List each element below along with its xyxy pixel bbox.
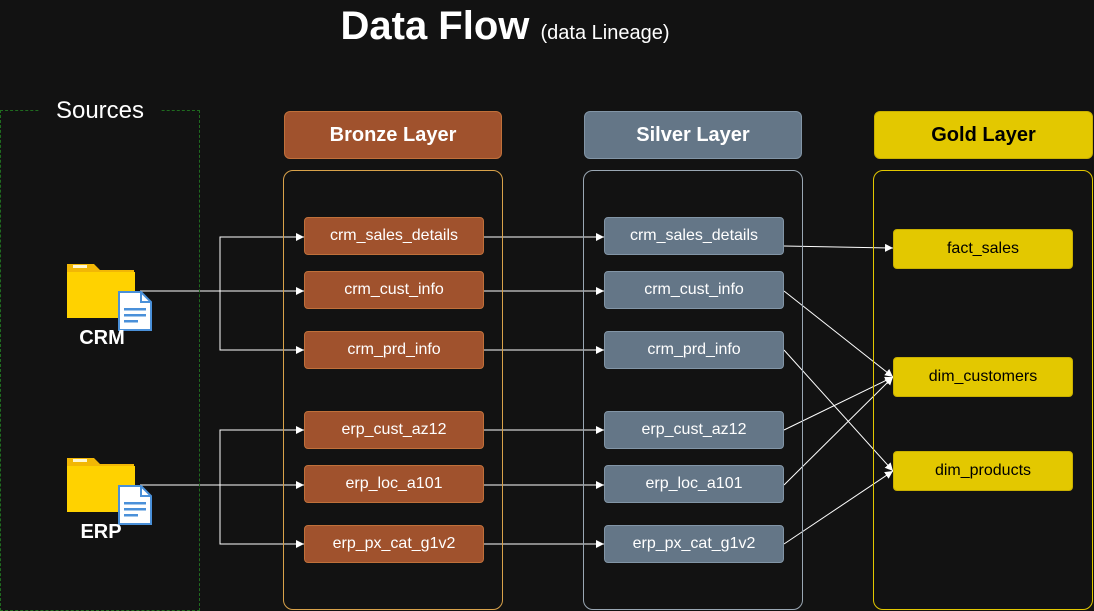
silver-node-erp-loc-a101[interactable]: erp_loc_a101 — [604, 465, 784, 503]
gold-node-dim-customers[interactable]: dim_customers — [893, 357, 1073, 397]
bronze-layer-header: Bronze Layer — [284, 111, 502, 159]
bronze-node-crm-sales-details[interactable]: crm_sales_details — [304, 217, 484, 255]
erp-folder-document-icon — [66, 456, 156, 526]
silver-node-erp-px-cat-g1v2[interactable]: erp_px_cat_g1v2 — [604, 525, 784, 563]
gold-node-dim-products[interactable]: dim_products — [893, 451, 1073, 491]
bronze-node-crm-prd-info[interactable]: crm_prd_info — [304, 331, 484, 369]
silver-node-crm-cust-info[interactable]: crm_cust_info — [604, 271, 784, 309]
bronze-layer-container — [283, 170, 503, 610]
silver-layer-header: Silver Layer — [584, 111, 802, 159]
gold-node-fact-sales[interactable]: fact_sales — [893, 229, 1073, 269]
crm-folder-document-icon — [66, 262, 156, 332]
bronze-node-erp-px-cat-g1v2[interactable]: erp_px_cat_g1v2 — [304, 525, 484, 563]
bronze-node-erp-cust-az12[interactable]: erp_cust_az12 — [304, 411, 484, 449]
bronze-node-erp-loc-a101[interactable]: erp_loc_a101 — [304, 465, 484, 503]
silver-node-crm-prd-info[interactable]: crm_prd_info — [604, 331, 784, 369]
page-title: Data Flow (data Lineage) — [0, 4, 1010, 49]
title-main: Data Flow — [340, 4, 530, 48]
bronze-node-crm-cust-info[interactable]: crm_cust_info — [304, 271, 484, 309]
gold-layer-container — [873, 170, 1093, 610]
title-subtitle: (data Lineage) — [540, 22, 670, 44]
silver-layer-container — [583, 170, 803, 610]
silver-node-erp-cust-az12[interactable]: erp_cust_az12 — [604, 411, 784, 449]
gold-layer-header: Gold Layer — [874, 111, 1093, 159]
silver-node-crm-sales-details[interactable]: crm_sales_details — [604, 217, 784, 255]
source-label-erp: ERP — [80, 521, 122, 543]
source-label-crm: CRM — [79, 327, 125, 349]
sources-label: Sources — [40, 97, 160, 125]
